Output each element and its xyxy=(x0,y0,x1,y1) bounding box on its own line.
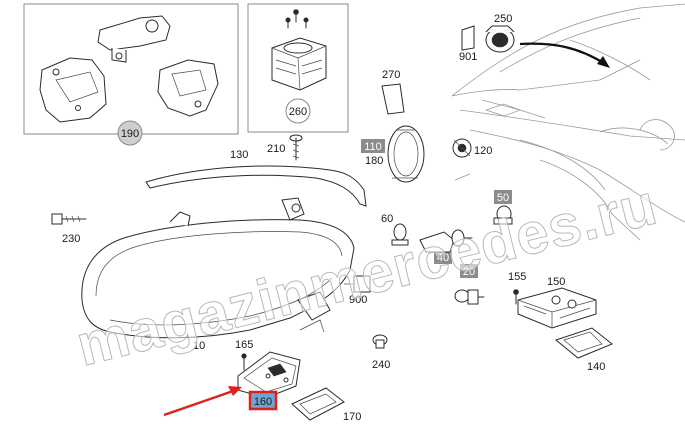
windshield-arrowhead xyxy=(597,56,610,68)
callout-210[interactable]: 210 xyxy=(267,143,285,155)
rain-sensor-250 xyxy=(461,25,515,53)
callout-120[interactable]: 120 xyxy=(474,145,492,157)
callout-50-highlight xyxy=(494,190,512,204)
callout-50[interactable]: 50 xyxy=(497,192,509,204)
control-unit-150 xyxy=(517,287,597,329)
callout-170[interactable]: 170 xyxy=(343,411,361,423)
bulb-50 xyxy=(391,223,409,246)
screw-240 xyxy=(372,334,388,349)
selection-arrowhead xyxy=(228,386,242,396)
screw-155 xyxy=(513,289,519,305)
callout-160-selected-box xyxy=(248,390,278,411)
callout-110-highlight xyxy=(361,139,385,153)
callout-10[interactable]: 10 xyxy=(193,340,205,352)
callout-165[interactable]: 165 xyxy=(235,339,253,351)
callout-901[interactable]: 901 xyxy=(459,51,477,63)
callout-140[interactable]: 140 xyxy=(587,361,605,373)
callout-270[interactable]: 270 xyxy=(382,69,400,81)
callout-260[interactable]: 260 xyxy=(289,106,307,118)
bulb-20 xyxy=(454,289,485,305)
bulb-50b xyxy=(493,205,513,225)
bulb-socket-120 xyxy=(452,138,472,158)
headlamp-10 xyxy=(81,197,355,339)
callout-60[interactable]: 60 xyxy=(381,213,393,225)
callout-180[interactable]: 180 xyxy=(365,155,383,167)
control-module-260 xyxy=(271,9,327,91)
callout-155[interactable]: 155 xyxy=(508,271,526,283)
callout-190[interactable]: 190 xyxy=(121,128,139,140)
callout-250[interactable]: 250 xyxy=(494,13,512,25)
trim-strip-130 xyxy=(145,165,367,207)
screw-165 xyxy=(241,353,247,371)
callout-900[interactable]: 900 xyxy=(349,294,367,306)
vehicle-outline xyxy=(451,3,685,241)
callout-40-highlight xyxy=(434,250,452,264)
callout-20-highlight xyxy=(460,264,478,278)
callout-190-badge xyxy=(117,120,143,146)
callout-110[interactable]: 110 xyxy=(364,141,382,153)
callout-240[interactable]: 240 xyxy=(372,359,390,371)
gasket-170 xyxy=(291,387,345,421)
callout-130[interactable]: 130 xyxy=(230,149,248,161)
bracket-set-190 xyxy=(39,15,219,123)
callout-230[interactable]: 230 xyxy=(62,233,80,245)
selection-arrow-shaft xyxy=(163,388,237,417)
callout-40[interactable]: 40 xyxy=(437,252,449,264)
gasket-270 xyxy=(381,83,405,115)
callout-160[interactable]: 160 xyxy=(254,396,272,408)
gasket-140 xyxy=(554,327,613,359)
callout-260-badge xyxy=(285,98,311,124)
callout-150[interactable]: 150 xyxy=(547,276,565,288)
windshield-arrow xyxy=(519,42,606,65)
screw-230 xyxy=(51,213,87,225)
screw-210 xyxy=(289,134,303,161)
cover-ring-110 xyxy=(387,125,425,183)
callout-20[interactable]: 20 xyxy=(463,266,475,278)
bulb-40 xyxy=(419,229,473,253)
connector-900 xyxy=(344,275,371,293)
control-unit-160 xyxy=(237,351,301,399)
